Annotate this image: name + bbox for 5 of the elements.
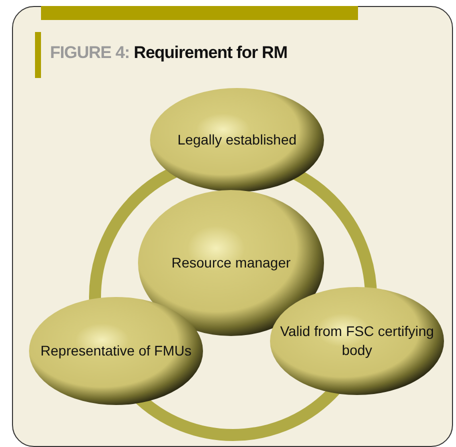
node-label: Representative of FMUs [40,342,192,360]
node-label: Legally established [176,130,298,150]
figure-title: FIGURE 4: Requirement for RM [50,43,288,63]
node-label: Resource manager [170,254,292,272]
node-label: Valid from FSC certifying body [279,322,435,360]
